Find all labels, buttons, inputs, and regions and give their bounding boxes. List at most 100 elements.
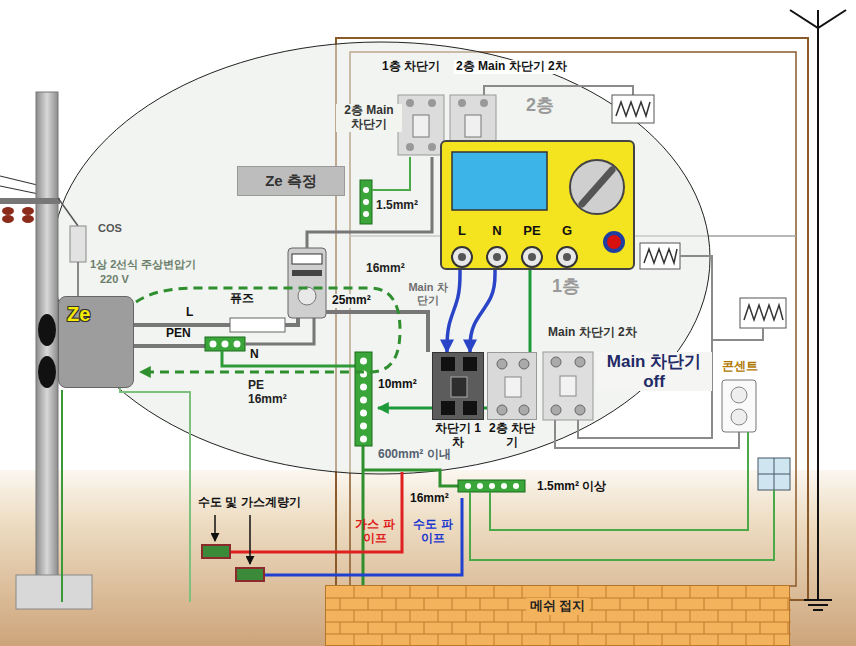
breaker-terminal: [519, 359, 529, 369]
breaker-caption: 2층 Main 차단기 2차: [454, 60, 569, 74]
breaker-terminal: [551, 405, 561, 415]
brick-line: [354, 634, 355, 646]
outlet: [722, 380, 756, 432]
circuit-wire: [712, 328, 763, 340]
brick-line: [368, 598, 369, 610]
ground-wire: [61, 390, 63, 602]
breakerLight-art: [488, 353, 538, 421]
brick-line: [732, 622, 733, 634]
brick-line: [410, 610, 411, 622]
meter-band: [292, 270, 322, 276]
voltage-label: 220 V: [100, 273, 129, 286]
brick-line: [368, 622, 369, 634]
breaker-terminal: [428, 99, 436, 107]
brick-line: [466, 610, 467, 622]
brick-line: [438, 586, 439, 598]
ground-wire: [120, 388, 190, 602]
brick-line: [746, 610, 747, 622]
wire-size: 1.5mm² 이상: [537, 480, 606, 494]
energy-meter: [288, 248, 326, 318]
heater-coil: [744, 305, 783, 320]
utility-pole: [36, 92, 58, 602]
earth-wire: [490, 432, 748, 530]
brick-line: [424, 598, 425, 610]
ground-name: 메쉬 접지: [526, 598, 590, 615]
insulator: [22, 207, 34, 215]
breaker-terminal: [441, 357, 455, 371]
focus-ellipse: [52, 42, 710, 474]
terminal-hole: [493, 253, 501, 261]
heater: [640, 243, 680, 269]
brick-line: [760, 598, 761, 610]
brick-line: [396, 622, 397, 634]
brick-line: [382, 586, 383, 598]
terminal-screw: [363, 187, 369, 193]
conductor-name: N: [250, 348, 259, 362]
brick-line: [606, 586, 607, 598]
terminal-screw: [360, 358, 367, 365]
breaker-lever: [465, 115, 481, 137]
part-name: 1상 2선식 주상변압기: [90, 258, 196, 271]
breaker-name: 2층 차단기: [488, 422, 536, 450]
brick-line: [508, 622, 509, 634]
brick-line: [662, 610, 663, 622]
brick-line: [662, 586, 663, 598]
brick-line: [774, 634, 775, 646]
brick-line: [522, 610, 523, 622]
brick-line: [410, 586, 411, 598]
lightning-rod: [817, 10, 819, 600]
breaker-terminal: [551, 357, 561, 367]
terminal-screw: [360, 410, 367, 417]
brick-line: [382, 634, 383, 646]
brick-line: [648, 598, 649, 610]
breaker-terminal: [497, 405, 507, 415]
terminal-screw: [513, 483, 519, 489]
heater-coil: [644, 249, 677, 263]
gas-pipe: [230, 472, 402, 552]
breaker-terminal: [497, 359, 507, 369]
insulator: [2, 215, 14, 223]
terminal-screw: [210, 341, 217, 348]
heater: [612, 95, 654, 123]
brick-line: [690, 586, 691, 598]
pipe-label: 수도 파이프: [412, 518, 454, 546]
breaker-caption: 1층 차단기: [382, 60, 440, 74]
impedance-mark: Ze: [67, 303, 90, 326]
breaker-name: 차단기 1차: [433, 422, 483, 450]
brick-line: [732, 598, 733, 610]
pole-base: [16, 575, 92, 609]
brick-line: [592, 598, 593, 610]
ground-symbol: [813, 609, 823, 611]
terminal-screw: [234, 341, 241, 348]
brick-line: [550, 586, 551, 598]
brick-line: [690, 610, 691, 622]
ground-symbol: [808, 604, 828, 606]
breaker-terminal: [428, 143, 436, 151]
ground: [0, 470, 856, 646]
brick-line: [354, 586, 355, 598]
terminal-screw: [360, 436, 367, 443]
brick-line: [606, 634, 607, 646]
ground-symbol: [804, 599, 832, 601]
brick-line: [592, 622, 593, 634]
breaker-caption: Main 차단기 off: [596, 352, 712, 391]
heater-wire: [484, 86, 633, 95]
brick-line: [704, 598, 705, 610]
breaker: [398, 95, 444, 155]
brick-line: [480, 598, 481, 610]
breaker-terminal: [480, 99, 488, 107]
leader-line: [214, 515, 216, 541]
terminal-jack: [487, 247, 507, 267]
heater-coil: [616, 102, 650, 116]
insulator: [22, 215, 34, 223]
breaker-caption: Main 차단기: [408, 281, 448, 306]
gas-meter: [202, 545, 230, 558]
brick-line: [340, 598, 341, 610]
brick-line: [480, 622, 481, 634]
terminal-screw: [222, 341, 229, 348]
brick-line: [438, 634, 439, 646]
brick-line: [522, 634, 523, 646]
breaker-terminal: [575, 357, 585, 367]
breaker-terminal: [406, 143, 414, 151]
brick-line: [676, 622, 677, 634]
